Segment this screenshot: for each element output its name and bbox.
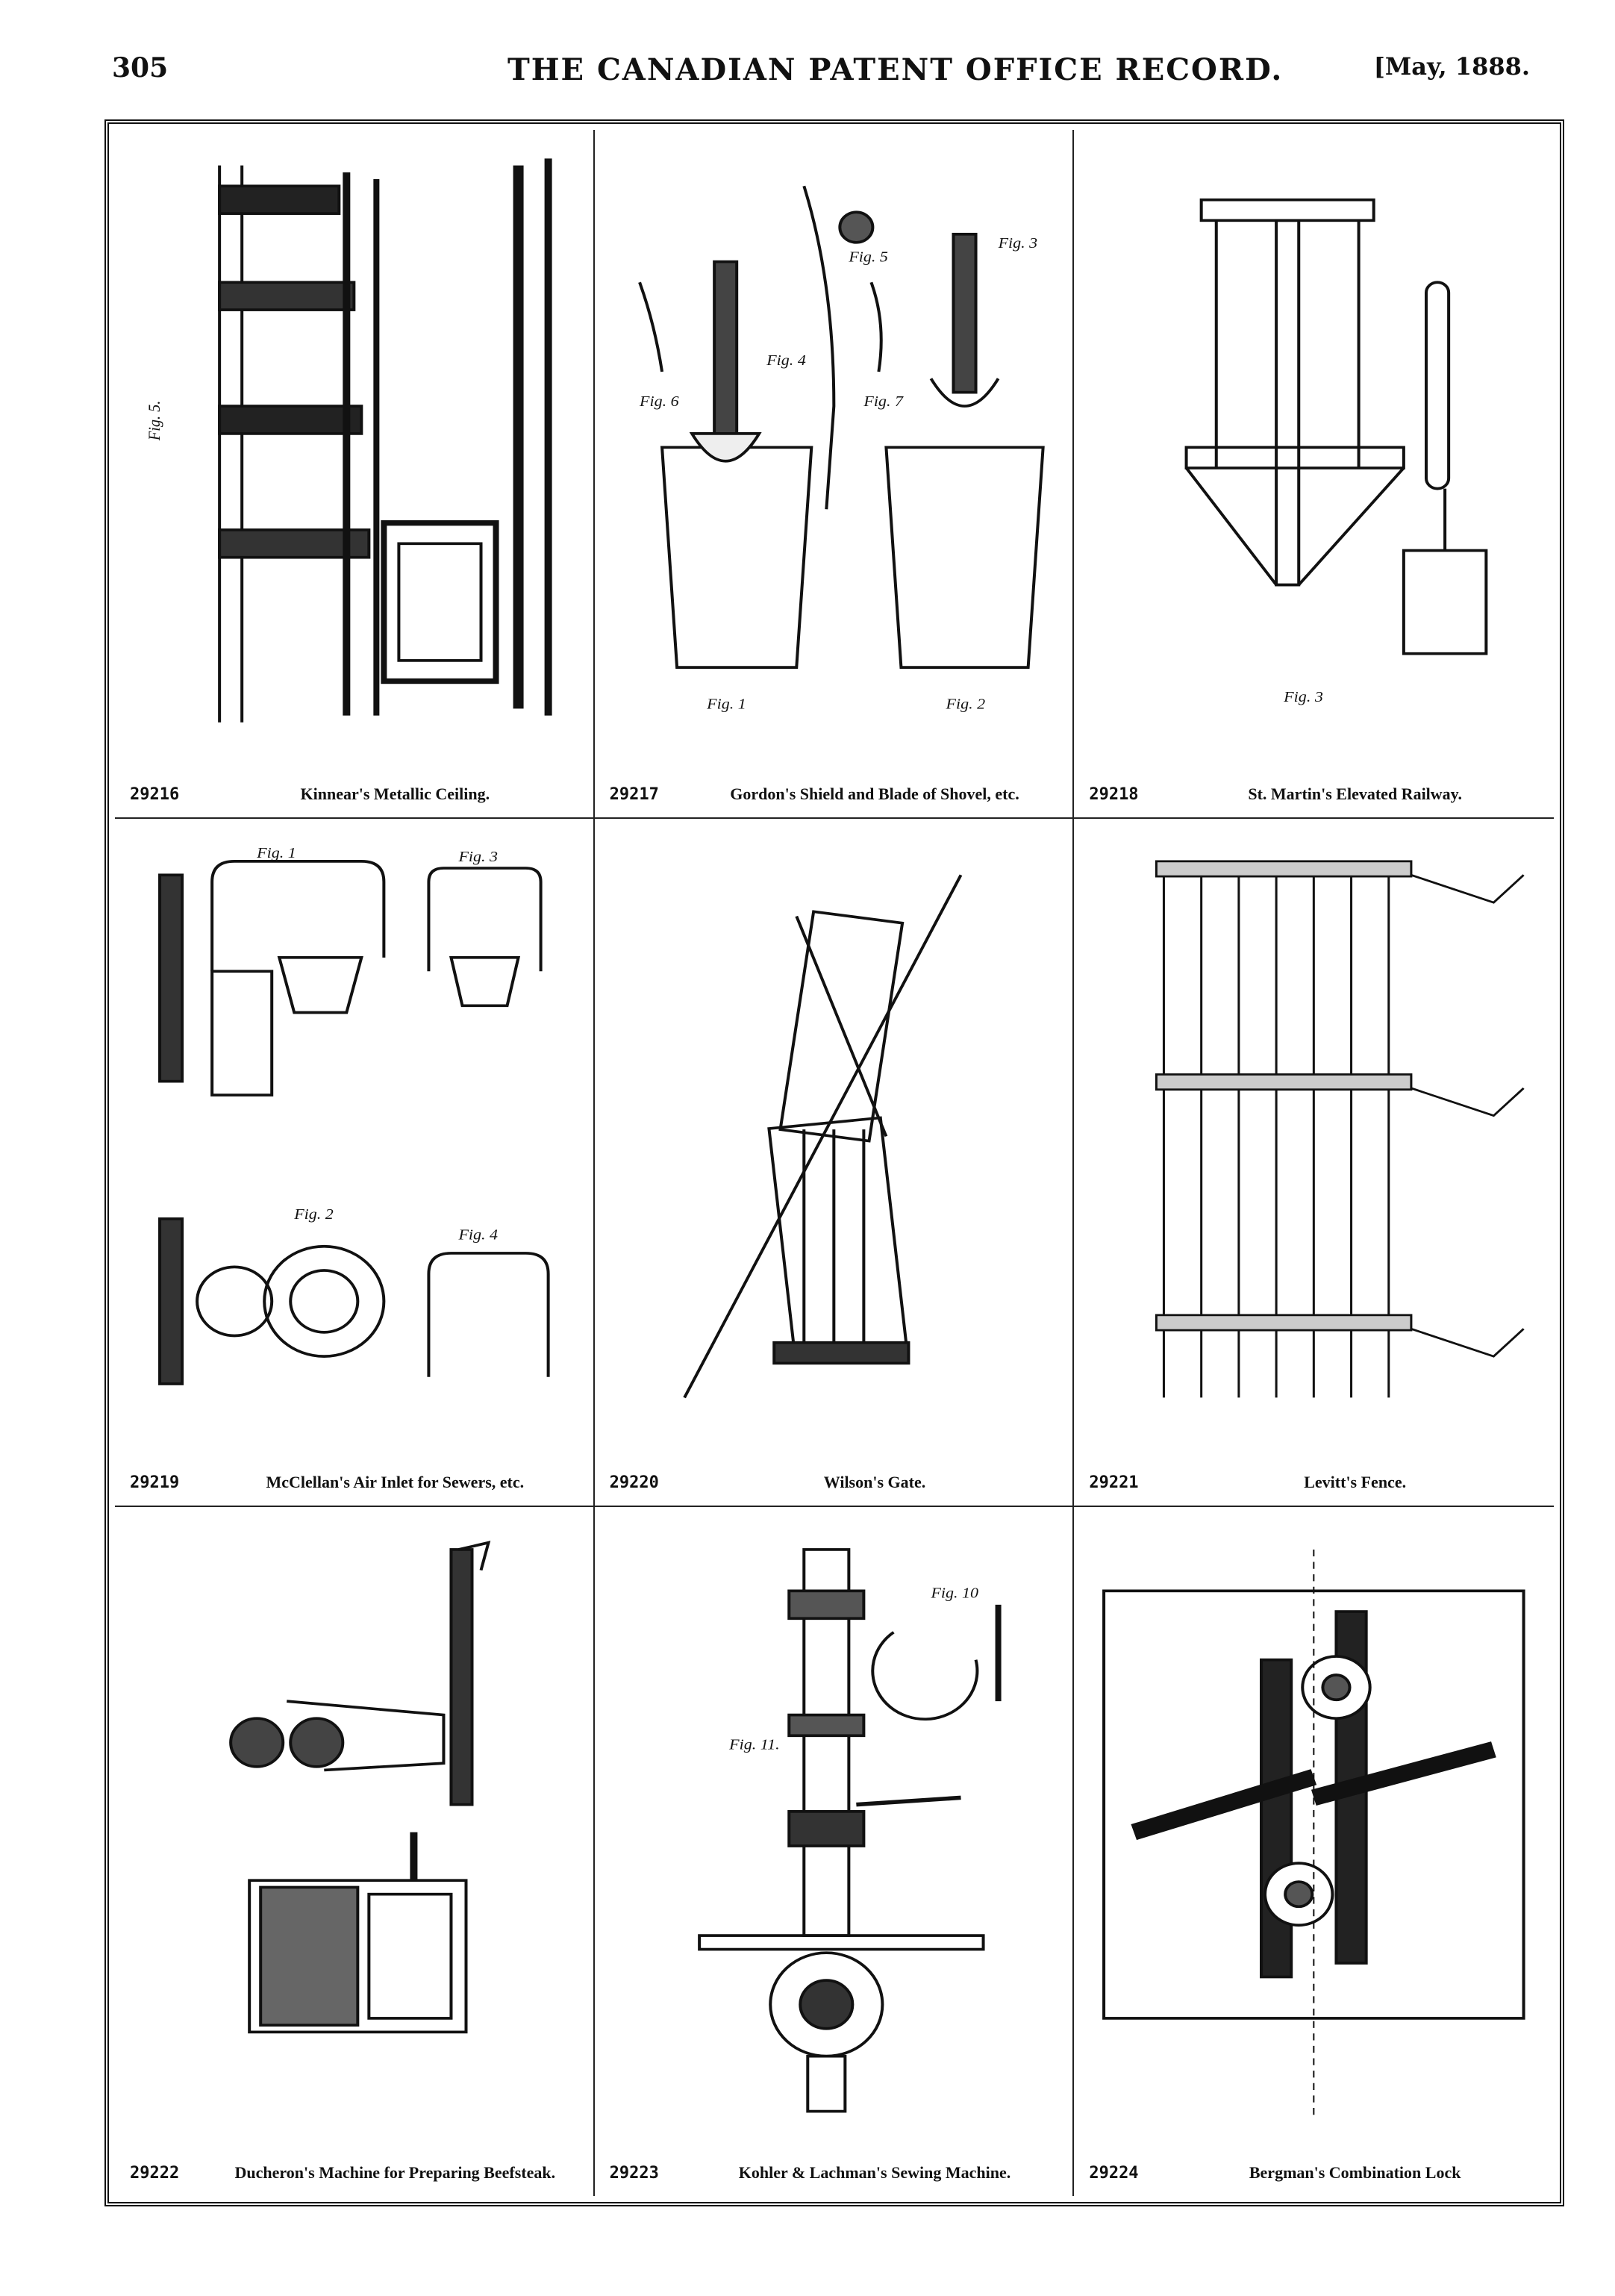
patent-number: 29223 xyxy=(609,2164,659,2183)
fig-label: Fig. 10 xyxy=(930,1585,978,1602)
fig-label: Fig. 3 xyxy=(457,847,498,864)
patent-title: Wilson's Gate. xyxy=(823,1473,926,1492)
patent-drawing-ceiling: Fig. 5. xyxy=(130,145,578,750)
patent-cell: Fig. 10 Fig. 11. 29223 Kohler & Lachman'… xyxy=(595,1507,1075,2196)
page-header: 305 THE CANADIAN PATENT OFFICE RECORD. [… xyxy=(112,52,1530,104)
journal-title: THE CANADIAN PATENT OFFICE RECORD. xyxy=(507,52,1284,87)
patent-number: 29221 xyxy=(1089,1473,1139,1493)
patent-drawing-sewing-machine: Fig. 10 Fig. 11. xyxy=(610,1522,1058,2129)
patent-drawing-combination-lock xyxy=(1089,1522,1539,2129)
patent-number: 29224 xyxy=(1089,2164,1139,2183)
fig-label: Fig. 6 xyxy=(639,393,679,410)
patent-cell: Fig. 5. 29216 Kinnear's Metallic Ceiling… xyxy=(115,130,595,819)
patent-cell: 29220 Wilson's Gate. xyxy=(594,818,1075,1508)
patent-cell: Fig. 3 29218 St. Martin's Elevated Railw… xyxy=(1074,130,1554,819)
patent-title: Levitt's Fence. xyxy=(1304,1473,1407,1492)
fig-label: Fig. 11. xyxy=(728,1736,779,1753)
patent-drawing-fence xyxy=(1089,834,1539,1439)
patent-title: Ducheron's Machine for Preparing Beefste… xyxy=(234,2163,556,2182)
fig-label: Fig. 2 xyxy=(293,1205,334,1222)
patent-drawing-air-inlet: Fig. 1 Fig. 2 Fig. 3 Fig. 4 xyxy=(130,834,578,1439)
issue-date: [May, 1888. xyxy=(1373,52,1530,81)
patent-number: 29222 xyxy=(130,2164,180,2183)
patent-drawing-railway: Fig. 3 xyxy=(1089,145,1539,750)
fig-label: Fig. 7 xyxy=(863,393,904,410)
fig-label: Fig. 4 xyxy=(766,352,806,369)
fig-label: Fig. 2 xyxy=(945,695,985,712)
patent-number: 29217 xyxy=(609,784,659,804)
patent-drawing-gate xyxy=(610,834,1058,1439)
patent-title: Gordon's Shield and Blade of Shovel, etc… xyxy=(730,784,1019,803)
patent-plate: Fig. 5. 29216 Kinnear's Metallic Ceiling… xyxy=(104,119,1564,2206)
fig-label: Fig. 3 xyxy=(1283,688,1323,705)
patent-title: St. Martin's Elevated Railway. xyxy=(1248,784,1462,803)
fig-label: Fig. 1 xyxy=(256,844,296,861)
page-number: 305 xyxy=(112,52,169,84)
patent-number: 29216 xyxy=(130,784,180,804)
fig-label: Fig. 5 xyxy=(848,248,888,265)
patent-title: McClellan's Air Inlet for Sewers, etc. xyxy=(266,1473,525,1492)
patent-cell: 29222 Ducheron's Machine for Preparing B… xyxy=(115,1507,595,2196)
patent-cell: 29221 Levitt's Fence. xyxy=(1074,819,1554,1508)
fig-label: Fig. 4 xyxy=(457,1226,498,1243)
patent-number: 29219 xyxy=(130,1473,180,1493)
patent-cell: Fig. 1 Fig. 2 Fig. 3 Fig. 4 29219 McClel… xyxy=(115,818,595,1508)
patent-number: 29220 xyxy=(609,1473,659,1493)
patent-drawing-beefsteak-machine xyxy=(130,1522,578,2129)
patent-title: Bergman's Combination Lock xyxy=(1249,2163,1461,2182)
patent-number: 29218 xyxy=(1089,784,1139,804)
patent-cell: Fig. 1 Fig. 2 Fig. 3 Fig. 4 Fig. 5 Fig. … xyxy=(594,130,1075,819)
patent-title: Kohler & Lachman's Sewing Machine. xyxy=(738,2163,1011,2182)
patent-drawing-shovel: Fig. 1 Fig. 2 Fig. 3 Fig. 4 Fig. 5 Fig. … xyxy=(610,145,1058,750)
fig-label: Fig. 3 xyxy=(997,234,1037,252)
patent-cell: 29224 Bergman's Combination Lock xyxy=(1074,1507,1554,2196)
fig-label: Fig. 1 xyxy=(706,695,746,712)
fig-label: Fig. 5. xyxy=(145,401,163,441)
patent-title: Kinnear's Metallic Ceiling. xyxy=(300,784,490,803)
